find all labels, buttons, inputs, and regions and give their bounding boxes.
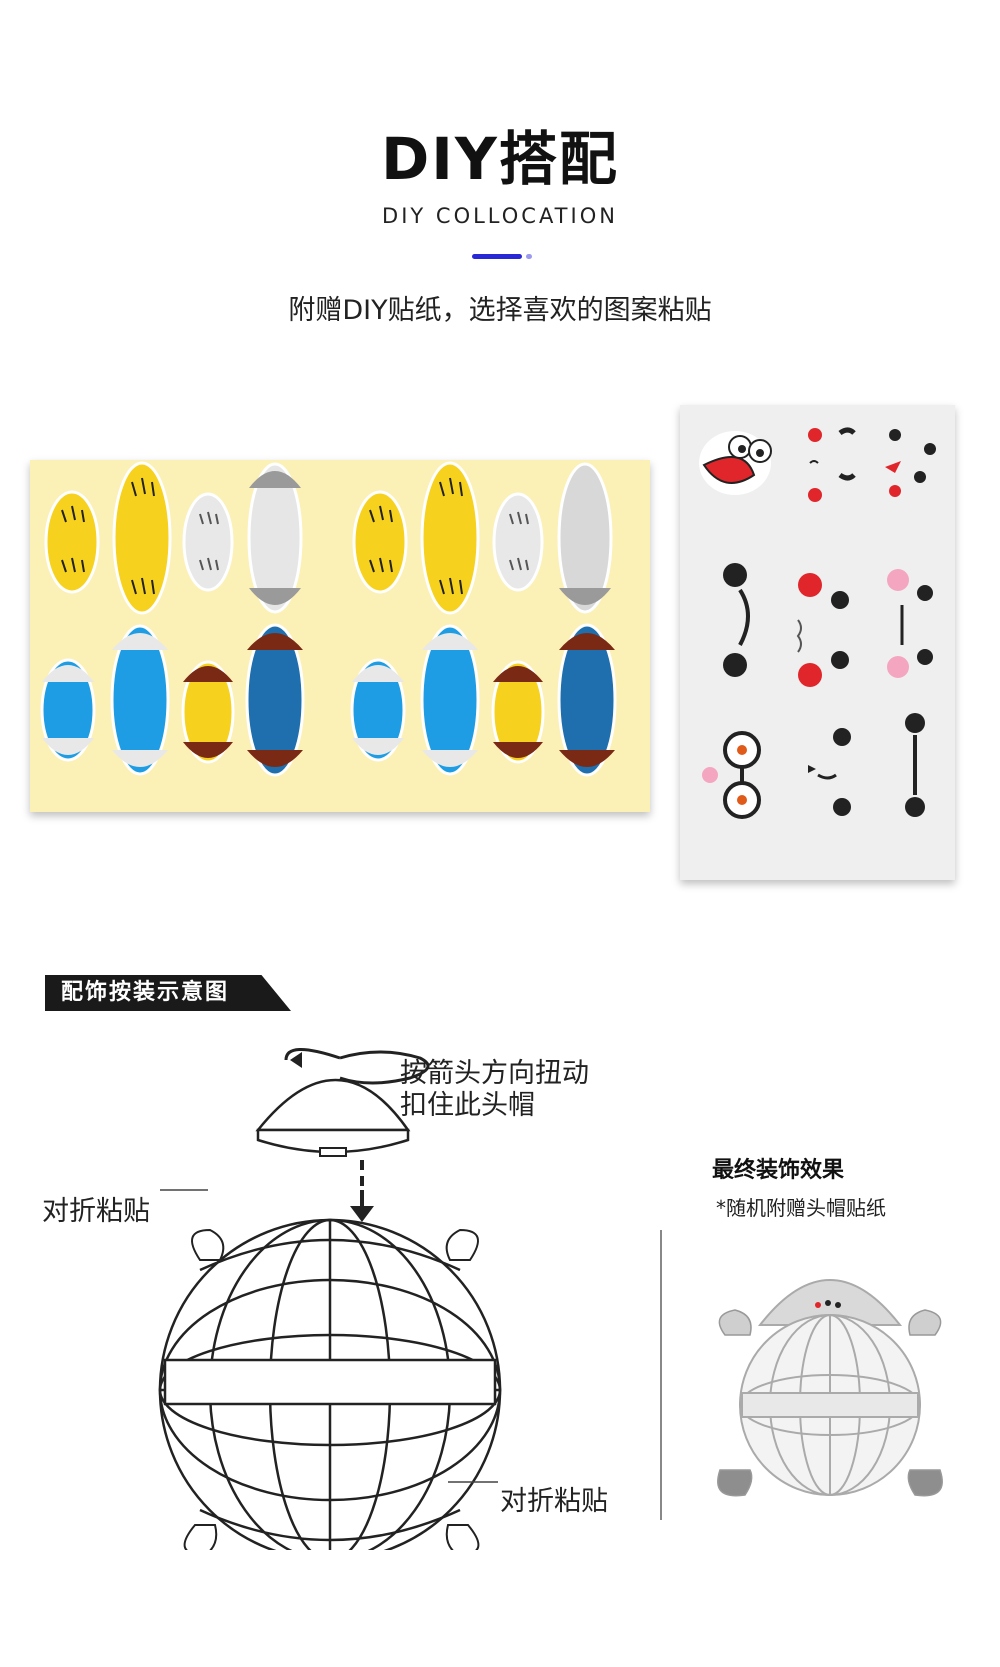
yellow-ear-sticker-small (44, 490, 100, 594)
frog-face-sticker (699, 431, 772, 495)
instruction-line1: 按箭头方向扭动 (400, 1058, 589, 1089)
darkblue-brown-ear-sticker-large-2 (557, 623, 617, 777)
goggles-face-sticker (702, 731, 761, 819)
smile-face-sticker (723, 563, 750, 677)
page-description: 附赠DIY贴纸，选择喜欢的图案粘贴 (288, 295, 712, 326)
assembly-diagram (158, 1048, 502, 1550)
cat-face-sticker-red (808, 427, 856, 502)
yellow-ear-sticker-small-2 (352, 490, 408, 594)
yellow-ear-sticker-large-2 (420, 461, 480, 615)
final-effect-title: 最终装饰效果 (712, 1158, 845, 1183)
silver-ear-sticker-large (557, 462, 613, 614)
cap-shape (255, 1078, 411, 1157)
rotation-arrow-icon (284, 1048, 430, 1085)
blush-face-sticker (796, 573, 849, 687)
accent-dot (526, 254, 532, 259)
instruction-line2: 扣住此头帽 (400, 1090, 535, 1121)
ear-sticker-sheet-art (40, 461, 617, 777)
ear-sticker-sheet (30, 460, 650, 812)
blue-ear-sticker-small-2 (350, 658, 406, 762)
blue-ear-sticker-large-2 (420, 624, 480, 776)
yellow-ear-sticker-large (112, 461, 172, 615)
white-ear-sticker-small (182, 492, 234, 592)
white-ear-sticker-small-2 (492, 492, 544, 592)
cat-face-sticker-bird (885, 429, 936, 497)
dot-line-face-sticker (905, 713, 925, 817)
accent-bar (472, 254, 522, 259)
final-ball-drawing (739, 1279, 921, 1496)
yellow-brown-ear-sticker-small-2 (491, 660, 545, 764)
globe-ball-drawing (158, 1218, 502, 1550)
final-face-icon (815, 1300, 841, 1308)
panda-face-sticker (808, 728, 851, 816)
pink-cheek-face-sticker (887, 569, 933, 678)
down-arrow-icon (350, 1160, 374, 1222)
ear-fin-shapes (183, 1228, 480, 1550)
face-sticker-sheet (680, 405, 955, 880)
section-label: 配饰按装示意图 (45, 975, 291, 1011)
white-ear-sticker-large (247, 462, 303, 614)
final-effect-note: *随机附赠头帽贴纸 (716, 1196, 886, 1220)
fold-label-bottom: 对折粘贴 (500, 1486, 608, 1517)
yellow-brown-ear-sticker-small (181, 660, 235, 764)
face-sticker-sheet-art (699, 427, 936, 819)
blue-ear-sticker-large (110, 624, 170, 776)
blue-ear-sticker-small (40, 658, 96, 762)
page-title: DIY搭配 (381, 125, 619, 193)
final-ear-fins (717, 1309, 943, 1497)
page-subtitle: DIY COLLOCATION (382, 204, 618, 228)
final-ball-image (717, 1279, 943, 1497)
darkblue-brown-ear-sticker-large (245, 623, 305, 777)
vertical-divider (660, 1230, 662, 1520)
fold-label-top: 对折粘贴 (42, 1196, 150, 1227)
